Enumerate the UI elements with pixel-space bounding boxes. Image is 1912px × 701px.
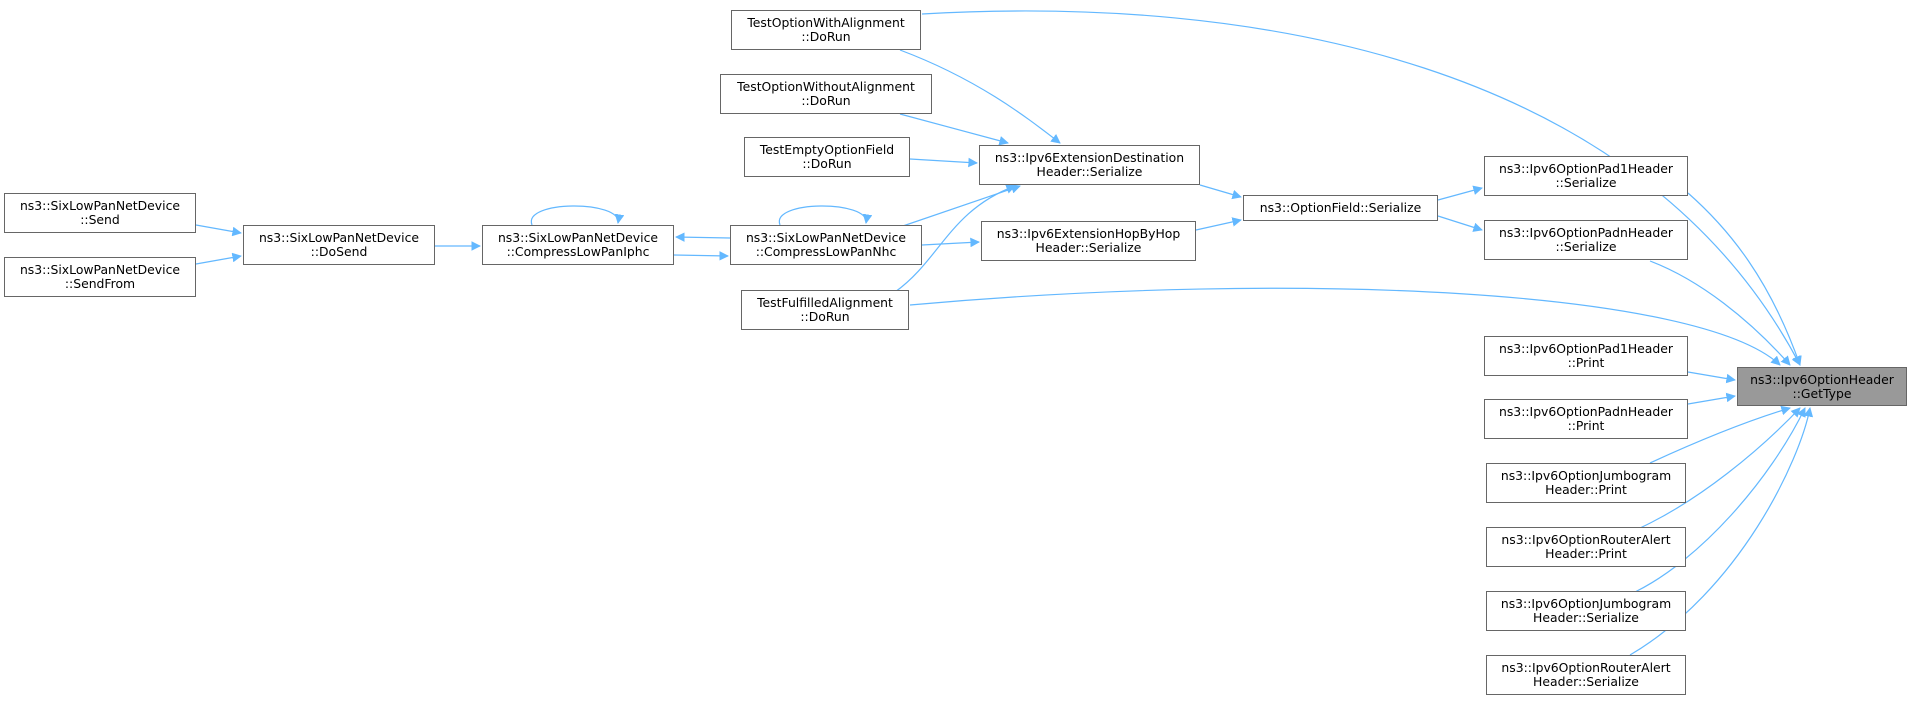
- node-label-line2: ::DoRun: [802, 156, 852, 171]
- node-label-line2: ::DoRun: [801, 29, 851, 44]
- node-sixlowpannetdevice-compresslowpannhc[interactable]: ns3::SixLowPanNetDevice ::CompressLowPan…: [730, 225, 922, 265]
- edge-compress_nhc-to-compress_nhc: [778, 205, 873, 226]
- node-label-line1: TestOptionWithoutAlignment: [737, 79, 915, 94]
- edge-compress_iphc-to-compress_nhc: [673, 251, 729, 261]
- node-label-line2: ::SendFrom: [64, 276, 136, 291]
- edge-router_print-to-get_type: [1639, 407, 1801, 529]
- edge-optionfield_serialize-to-pad1_serialize: [1437, 185, 1483, 201]
- edge-test_without_align-to-dest_serialize: [899, 113, 1009, 146]
- node-label-line2: Header::Serialize: [1035, 240, 1142, 255]
- edge-pad1_print-to-get_type: [1687, 371, 1736, 384]
- node-ipv6optionpad1header-serialize[interactable]: ns3::Ipv6OptionPad1Header ::Serialize: [1484, 156, 1688, 196]
- node-optionfield-serialize[interactable]: ns3::OptionField::Serialize: [1243, 195, 1438, 221]
- node-label-line1: ns3::SixLowPanNetDevice: [497, 230, 659, 245]
- edge-hop_serialize-to-optionfield_serialize: [1195, 217, 1242, 231]
- node-ipv6extensionhopbyhopheader-serialize[interactable]: ns3::Ipv6ExtensionHopByHop Header::Seria…: [981, 221, 1196, 261]
- node-label-line1: ns3::Ipv6OptionHeader: [1750, 371, 1894, 387]
- node-label-line1: ns3::OptionField::Serialize: [1259, 200, 1422, 215]
- node-label-line1: ns3::Ipv6OptionJumbogram: [1500, 468, 1672, 483]
- edge-jumbo_serialize-to-get_type: [1634, 407, 1806, 593]
- node-ipv6optionpad1header-print[interactable]: ns3::Ipv6OptionPad1Header ::Print: [1484, 336, 1688, 376]
- node-testoptionwithoutalignment-dorun[interactable]: TestOptionWithoutAlignment ::DoRun: [720, 74, 932, 114]
- node-label-line2: ::Serialize: [1555, 175, 1617, 190]
- edge-test_with_align-to-dest_serialize: [899, 49, 1061, 144]
- node-ipv6extensiondestinationheader-serialize[interactable]: ns3::Ipv6ExtensionDestination Header::Se…: [979, 145, 1200, 185]
- node-ipv6optionjumbogramheader-serialize[interactable]: ns3::Ipv6OptionJumbogram Header::Seriali…: [1486, 591, 1686, 631]
- edge-compress_nhc-to-hop_serialize: [921, 237, 980, 248]
- node-label-line2: ::GetType: [1792, 385, 1852, 401]
- node-label-line1: ns3::SixLowPanNetDevice: [19, 198, 181, 213]
- edge-padn_print-to-get_type: [1687, 392, 1736, 405]
- node-ipv6optionrouteralertheader-print[interactable]: ns3::Ipv6OptionRouterAlert Header::Print: [1486, 527, 1686, 567]
- node-sixlowpannetdevice-dosend[interactable]: ns3::SixLowPanNetDevice ::DoSend: [243, 225, 435, 265]
- edge-optionfield_serialize-to-padn_serialize: [1437, 215, 1483, 232]
- node-testoptionwithalignment-dorun[interactable]: TestOptionWithAlignment ::DoRun: [731, 10, 921, 50]
- node-ipv6optionpadnheader-serialize[interactable]: ns3::Ipv6OptionPadnHeader ::Serialize: [1484, 220, 1688, 260]
- edge-compress_nhc-to-compress_iphc: [675, 232, 731, 242]
- node-label-line2: ::Print: [1567, 355, 1605, 370]
- node-label-line1: ns3::Ipv6OptionRouterAlert: [1501, 532, 1671, 547]
- node-label-line1: ns3::SixLowPanNetDevice: [258, 230, 420, 245]
- node-label-line2: Header::Print: [1545, 482, 1627, 497]
- edge-padn_serialize-to-get_type: [1649, 260, 1791, 366]
- node-label-line1: ns3::Ipv6ExtensionHopByHop: [996, 226, 1181, 241]
- node-label-line2: ::CompressLowPanIphc: [506, 244, 650, 259]
- node-label-line1: ns3::Ipv6OptionRouterAlert: [1501, 660, 1671, 675]
- node-sixlowpannetdevice-send[interactable]: ns3::SixLowPanNetDevice ::Send: [4, 193, 196, 233]
- node-label-line2: Header::Serialize: [1036, 164, 1143, 179]
- node-label-line1: TestOptionWithAlignment: [747, 15, 905, 30]
- edge-test_empty-to-dest_serialize: [909, 157, 978, 168]
- edge-pad1_serialize-to-get_type: [1687, 192, 1802, 366]
- node-ipv6optionheader-gettype[interactable]: ns3::Ipv6OptionHeader ::GetType: [1737, 367, 1907, 406]
- node-label-line1: ns3::Ipv6OptionPadnHeader: [1499, 404, 1673, 419]
- node-testemptyoptionfield-dorun[interactable]: TestEmptyOptionField ::DoRun: [744, 137, 910, 177]
- edge-send-to-do_send: [195, 224, 242, 237]
- node-label-line1: ns3::Ipv6OptionPad1Header: [1498, 161, 1673, 176]
- node-sixlowpannetdevice-compresslowpaniphc[interactable]: ns3::SixLowPanNetDevice ::CompressLowPan…: [482, 225, 674, 265]
- node-label-line1: TestEmptyOptionField: [759, 142, 895, 157]
- node-label-line1: ns3::SixLowPanNetDevice: [745, 230, 907, 245]
- node-label-line2: ::Send: [80, 212, 120, 227]
- node-label-line1: ns3::Ipv6OptionPadnHeader: [1499, 225, 1673, 240]
- node-label-line1: ns3::Ipv6ExtensionDestination: [994, 150, 1185, 165]
- node-label-line2: ::CompressLowPanNhc: [755, 244, 897, 259]
- edge-test_fulfilled-to-get_type: [909, 287, 1781, 366]
- node-testfulfilledalignment-dorun[interactable]: TestFulfilledAlignment ::DoRun: [741, 290, 909, 330]
- node-label-line2: ::DoRun: [801, 93, 851, 108]
- edge-send_from-to-do_send: [195, 252, 242, 265]
- node-label-line2: ::DoRun: [800, 309, 850, 324]
- edge-test_with_align-to-get_type: [921, 10, 1801, 366]
- node-ipv6optionpadnheader-print[interactable]: ns3::Ipv6OptionPadnHeader ::Print: [1484, 399, 1688, 439]
- edge-jumbo_print-to-get_type: [1649, 405, 1791, 464]
- node-label-line1: ns3::Ipv6OptionPad1Header: [1498, 341, 1673, 356]
- node-label-line1: ns3::Ipv6OptionJumbogram: [1500, 596, 1672, 611]
- node-label-line1: TestFulfilledAlignment: [757, 295, 893, 310]
- node-label-line2: ::Serialize: [1555, 239, 1617, 254]
- node-label-line2: Header::Print: [1545, 546, 1627, 561]
- node-label-line2: ::Print: [1567, 418, 1605, 433]
- edge-dest_serialize-to-optionfield_serialize: [1199, 184, 1242, 200]
- node-ipv6optionjumbogramheader-print[interactable]: ns3::Ipv6OptionJumbogram Header::Print: [1486, 463, 1686, 503]
- node-label-line2: ::DoSend: [310, 244, 368, 259]
- node-label-line1: ns3::SixLowPanNetDevice: [19, 262, 181, 277]
- node-ipv6optionrouteralertheader-serialize[interactable]: ns3::Ipv6OptionRouterAlert Header::Seria…: [1486, 655, 1686, 695]
- node-label-line2: Header::Serialize: [1533, 610, 1639, 625]
- node-sixlowpannetdevice-sendfrom[interactable]: ns3::SixLowPanNetDevice ::SendFrom: [4, 257, 196, 297]
- edge-test_fulfilled-to-dest_serialize: [894, 184, 1016, 293]
- node-label-line2: Header::Serialize: [1533, 674, 1639, 689]
- edge-compress_iphc-to-compress_iphc: [530, 205, 625, 226]
